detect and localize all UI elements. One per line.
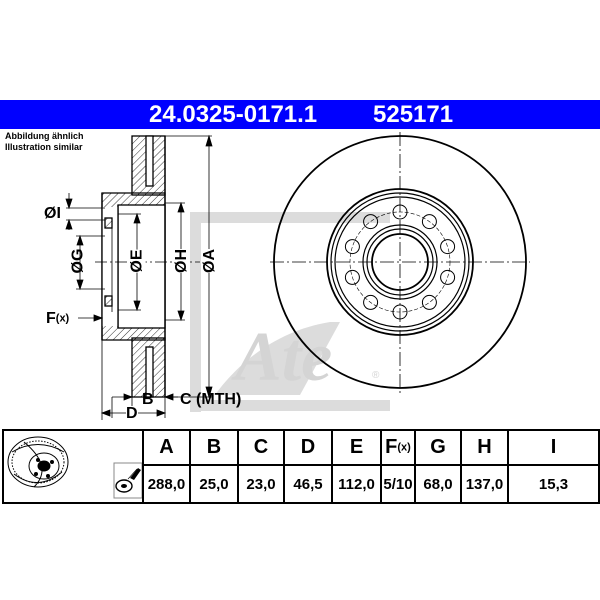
label-c-mth: C (MTH) bbox=[180, 391, 242, 408]
technical-drawing: Ate ® bbox=[65, 132, 530, 420]
col-header-b: B bbox=[189, 429, 239, 466]
alt-number: 525171 bbox=[373, 101, 454, 128]
label-dia-i: ØI bbox=[44, 205, 61, 222]
label-dia-e: ØE bbox=[128, 249, 146, 273]
caption-english: Illustration similar bbox=[5, 142, 83, 152]
col-header-f: F(x) bbox=[380, 429, 416, 466]
label-b: B bbox=[142, 391, 154, 408]
value-d: 46,5 bbox=[283, 464, 333, 504]
col-header-e: E bbox=[331, 429, 382, 466]
illustration-caption: Abbildung ähnlich Illustration similar bbox=[5, 131, 84, 153]
label-dia-a: ØA bbox=[201, 249, 218, 273]
value-c: 23,0 bbox=[237, 464, 285, 504]
ate-watermark: Ate ® bbox=[190, 212, 390, 412]
label-d: D bbox=[126, 405, 138, 422]
col-header-g: G bbox=[414, 429, 462, 466]
value-h: 137,0 bbox=[460, 464, 509, 504]
col-header-d: D bbox=[283, 429, 333, 466]
col-header-h: H bbox=[460, 429, 509, 466]
product-image-cell bbox=[2, 429, 144, 504]
label-dia-h: ØH bbox=[173, 249, 190, 273]
svg-text:Ate: Ate bbox=[231, 319, 332, 396]
label-dia-g: ØG bbox=[69, 248, 87, 274]
col-header-c: C bbox=[237, 429, 285, 466]
label-f: F(x) bbox=[46, 310, 70, 327]
value-b: 25,0 bbox=[189, 464, 239, 504]
value-g: 68,0 bbox=[414, 464, 462, 504]
coating-spray-icon bbox=[113, 462, 142, 498]
part-number: 24.0325-0171.1 bbox=[149, 101, 318, 128]
value-f: 5/10 bbox=[380, 464, 416, 504]
value-a: 288,0 bbox=[142, 464, 191, 504]
header-banner: 24.0325-0171.1 525171 bbox=[0, 100, 600, 129]
col-header-a: A bbox=[142, 429, 191, 466]
bolt-holes bbox=[344, 204, 456, 320]
col-header-i: I bbox=[507, 429, 600, 466]
value-i: 15,3 bbox=[507, 464, 600, 504]
value-e: 112,0 bbox=[331, 464, 382, 504]
dimension-table: A B C D E F(x) G H I 288,0 25,0 23,0 46,… bbox=[2, 429, 600, 504]
caption-german: Abbildung ähnlich bbox=[5, 131, 84, 141]
brake-disc-image bbox=[7, 436, 142, 498]
front-disc-view bbox=[270, 132, 530, 393]
svg-text:®: ® bbox=[372, 370, 380, 381]
